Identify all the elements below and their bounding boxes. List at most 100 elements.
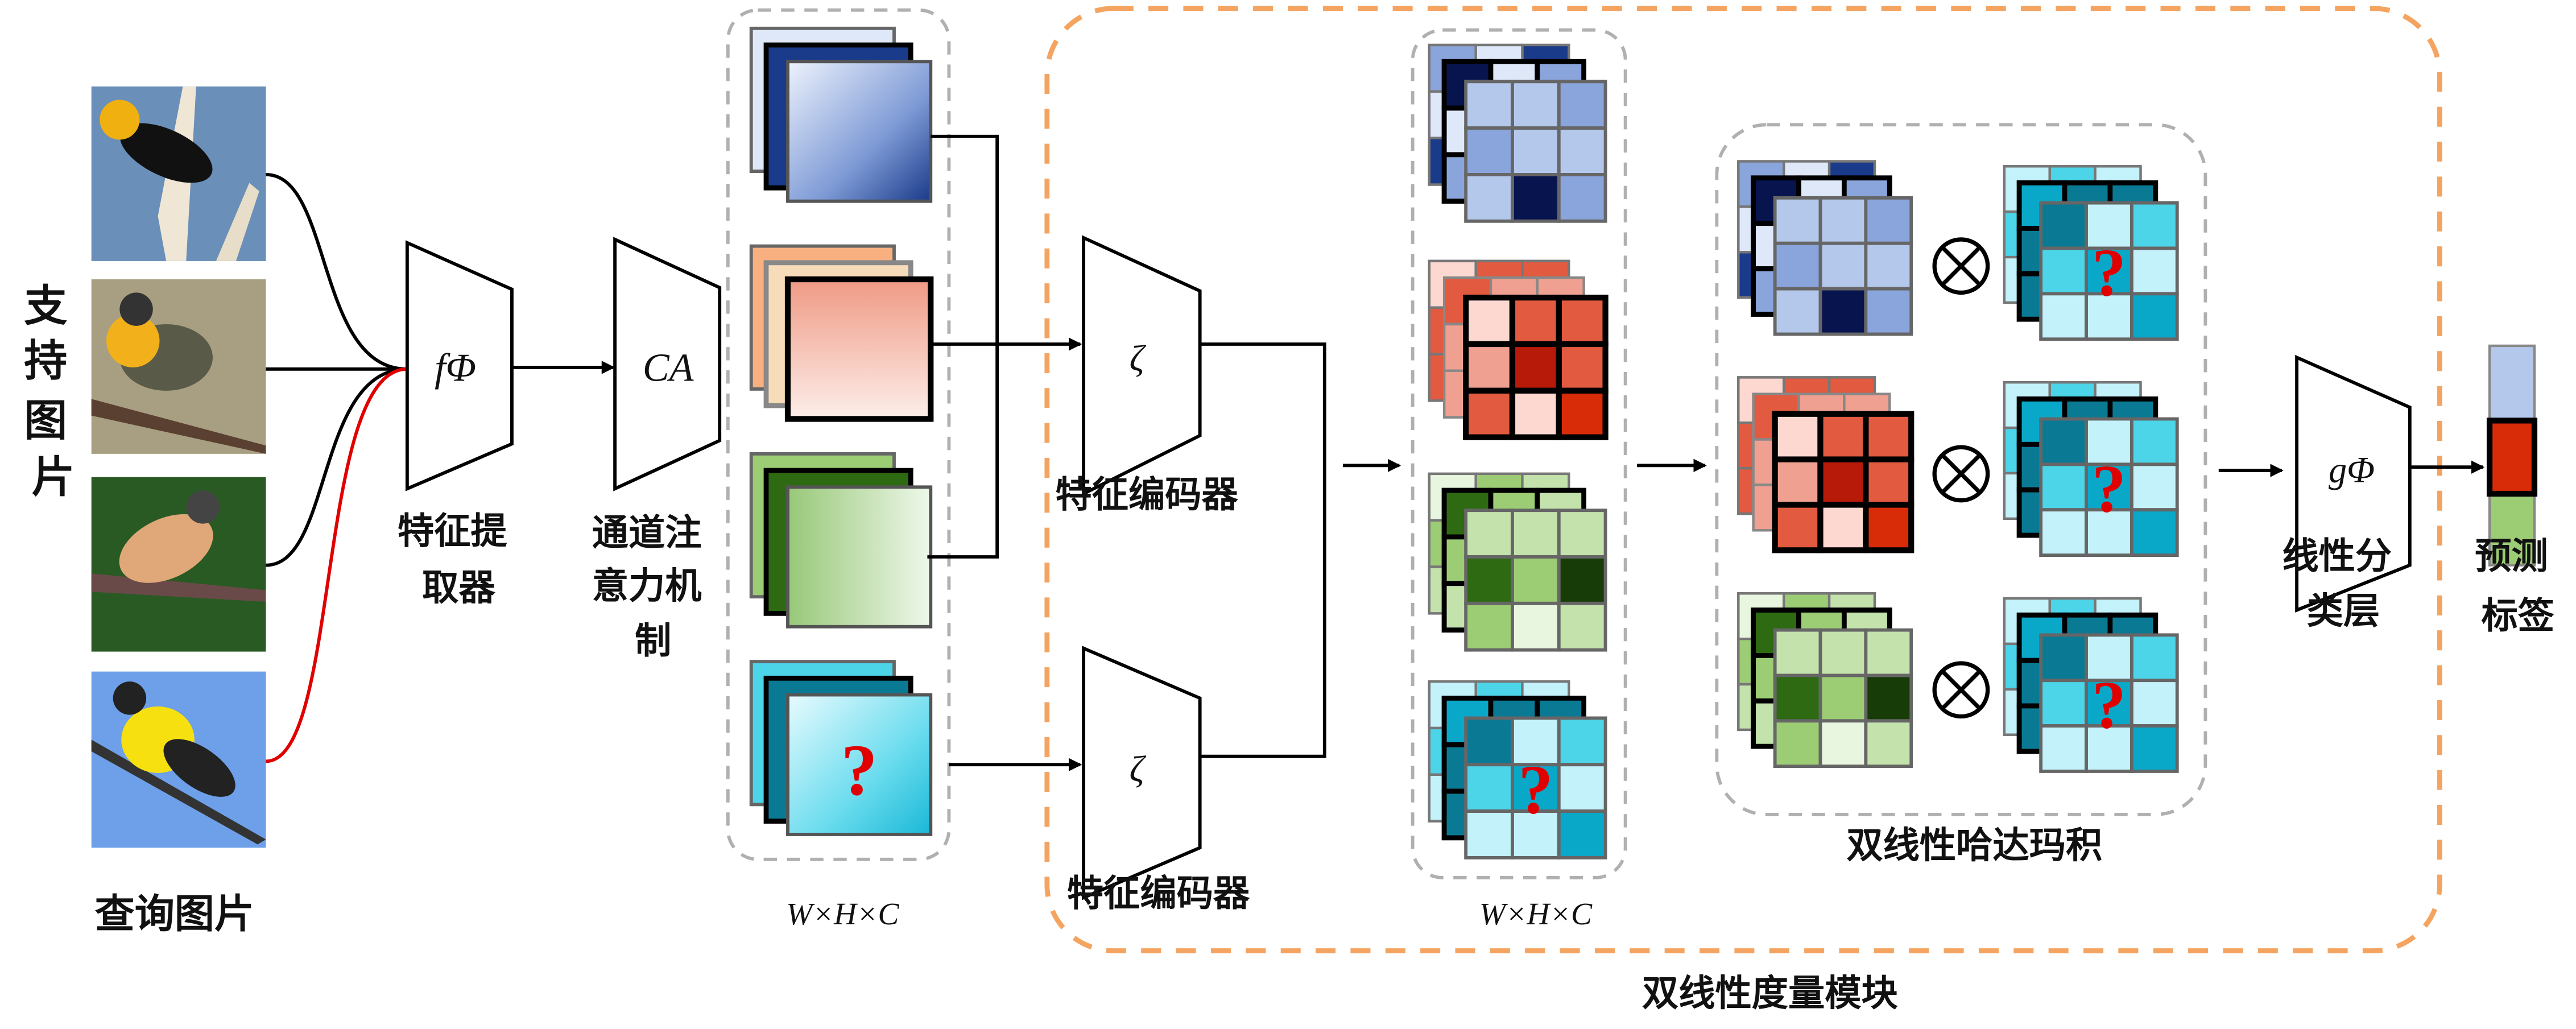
grid-cell (2085, 679, 2133, 728)
support-image-1 (91, 86, 266, 261)
support-image-3 (91, 477, 266, 652)
hadamard-support-red (1737, 376, 1915, 553)
grid-cell (1464, 80, 1514, 130)
unknown-question-mark: ? (2092, 451, 2126, 526)
hadamard-query-3: ? (2003, 597, 2179, 773)
channel-attention-symbol: CA (643, 346, 694, 390)
channel-attention-label: 通道注 意力机 制 (592, 512, 714, 663)
prediction-label-bar (2486, 344, 2538, 567)
grid-cell (2085, 724, 2133, 773)
query-connector (266, 367, 407, 763)
grid-cell (2130, 462, 2179, 512)
grid-layer-front (1464, 80, 1607, 223)
grid-cell (1557, 716, 1607, 767)
unknown-question-mark: ? (2092, 235, 2126, 311)
grid-cell (1773, 287, 1822, 336)
grid-cell (1773, 673, 1822, 723)
grid-cell (1464, 555, 1514, 605)
grid-layer-front (1773, 628, 1913, 768)
grid-cell (1772, 411, 1824, 462)
grid-layer-front (1773, 196, 1913, 336)
grid-cell (1464, 601, 1514, 652)
support-feature-map-green (749, 452, 933, 629)
encoded-support-red (1428, 259, 1609, 440)
feature-extractor-block (405, 240, 514, 491)
grid-cell (1464, 716, 1514, 767)
grid-cell (1864, 196, 1913, 245)
grid-layer-front (1464, 509, 1607, 652)
feature-encoder-bottom (1082, 646, 1202, 900)
grid-cell (1864, 673, 1913, 723)
hadamard-product-label: 双线性哈达玛积 (1846, 824, 2102, 867)
bilinear-module-label: 双线性度量模块 (1642, 972, 1899, 1015)
feature-encoder-top (1082, 235, 1202, 497)
grid-cell (2039, 462, 2088, 512)
prediction-class-green (2488, 492, 2536, 567)
feature-layer-front (786, 485, 933, 629)
grid-cell (1556, 341, 1609, 394)
grid-cell (2130, 246, 2179, 296)
encoded-support-blue (1428, 43, 1607, 223)
grid-cell (2130, 679, 2179, 728)
grid-cell (1463, 295, 1516, 348)
grid-cell (1511, 126, 1561, 176)
feature-layer-front (784, 276, 934, 422)
grid-cell (2085, 292, 2133, 341)
encoders-merge-connector (1200, 342, 1326, 758)
grid-layer-front (1464, 716, 1607, 859)
otimes-cross (1941, 246, 1981, 286)
prediction-label: 预测 标签 (2475, 535, 2561, 637)
support-image-2 (91, 279, 266, 454)
grid-cell (1509, 295, 1562, 348)
linear-classifier-label: 线性分 类层 (2282, 535, 2404, 632)
grid-cell (1557, 509, 1607, 559)
grid-cell (2039, 679, 2088, 728)
prediction-class-blue (2488, 344, 2536, 422)
encoded-features-group (1411, 28, 1627, 879)
grid-cell (1817, 456, 1869, 508)
grid-cell (1773, 628, 1822, 677)
feature-dims-label-2: W×H×C (1479, 897, 1593, 932)
grid-cell (1464, 173, 1514, 223)
grid-cell (1772, 456, 1824, 508)
grid-cell (1817, 411, 1869, 462)
grid-layer-front (2039, 417, 2179, 557)
grid-cell (1863, 502, 1915, 553)
grid-cell (1818, 287, 1868, 336)
encoder-symbol-bottom: ζ (1130, 749, 1147, 789)
grid-cell (1557, 80, 1607, 130)
grid-cell (1511, 555, 1561, 605)
grid-cell (2085, 417, 2133, 466)
linear-classifier-block (2295, 354, 2412, 613)
support-feature-map-blue (749, 26, 933, 203)
grid-cell (1556, 387, 1609, 440)
grid-cell (1557, 809, 1607, 859)
feature-encoder-bottom-label: 特征编码器 (1067, 873, 1250, 915)
grid-layer-front (2039, 201, 2179, 341)
feature-extractor-symbol: fΦ (435, 346, 476, 390)
grid-cell (1817, 502, 1869, 553)
grid-cell (1511, 80, 1561, 130)
grid-cell (1818, 673, 1868, 723)
grid-cell (1864, 287, 1913, 336)
grid-cell (1463, 341, 1516, 394)
unknown-question-mark: ? (2092, 667, 2126, 742)
grid-cell (2039, 201, 2088, 250)
otimes-circle (1932, 237, 1990, 295)
grid-cell (1511, 173, 1561, 223)
hadamard-query-2: ? (2003, 381, 2179, 557)
feature-maps-group (726, 8, 951, 861)
feature-layer-front (786, 60, 933, 203)
grid-cell (2039, 724, 2088, 773)
grid-layer-front (1772, 411, 1915, 553)
hadamard-product-group (1715, 123, 2207, 816)
grid-cell (1557, 126, 1607, 176)
grid-cell (1556, 295, 1609, 348)
encoded-support-green (1428, 472, 1607, 652)
unknown-question-mark: ? (841, 729, 878, 811)
grid-cell (1773, 719, 1822, 768)
otimes-circle (1932, 445, 1990, 503)
grid-cell (2039, 508, 2088, 557)
feature-extractor-label: 特征提 取器 (398, 510, 520, 609)
